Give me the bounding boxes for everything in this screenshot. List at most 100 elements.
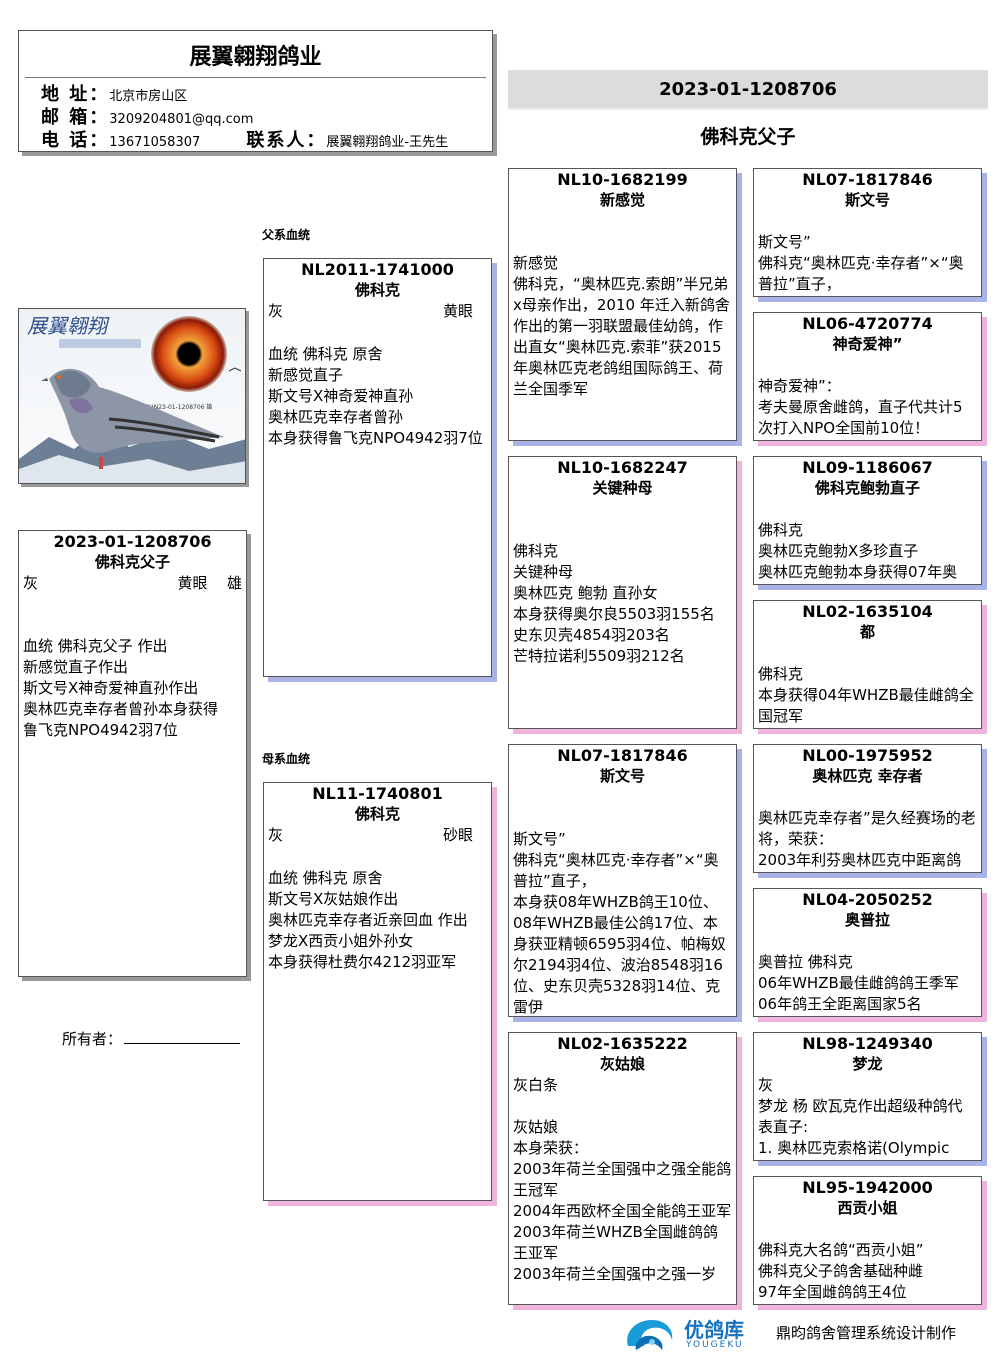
subject-name: 佛科克父子	[19, 552, 246, 573]
dam-name: 佛科克	[264, 804, 491, 825]
sire-desc: 血统 佛科克 原舍 新感觉直子 斯文号X神奇爱神直孙 奥林匹克幸存者曾孙 本身获…	[264, 344, 491, 449]
address-value: 北京市房山区	[109, 89, 187, 104]
granddam-maternal-card: NL02-1635222 灰姑娘 灰白条 灰姑娘 本身荣获： 2003年荷兰全国…	[508, 1032, 737, 1305]
gen3-4-desc: 奥林匹克幸存者”是久经赛场的老将，荣获： 2003年利芬奥林匹克中距离鸽	[754, 808, 981, 871]
gen3-card-1: NL06-4720774 神奇爱神” 神奇爱神”： 考夫曼原舍雌鸽，直子代共计5…	[753, 312, 982, 441]
title-name: 佛科克父子	[508, 122, 988, 149]
subject-card: 2023-01-1208706 佛科克父子 灰 黄眼 雄 血统 佛科克父子 作出…	[18, 530, 247, 977]
gen3-7-ring: NL95-1942000	[754, 1177, 981, 1198]
title-ring: 2023-01-1208706	[508, 70, 988, 110]
gen3-6-desc: 梦龙 杨 欧瓦克作出超级种鸽代表直子: 1. 奥林匹克索格诺(Olympic	[754, 1096, 981, 1159]
gen3-4-ring: NL00-1975952	[754, 745, 981, 766]
header-divider	[25, 77, 486, 78]
footer-credit: 鼎昀鸽舍管理系统设计制作	[776, 1322, 956, 1343]
gen2-2-desc: 斯文号” 佛科克“奥林匹克·幸存者”×“奥普拉”直子， 本身获08年WHZB鸽王…	[509, 829, 736, 1017]
swirl-logo-icon	[622, 1312, 678, 1356]
dam-ring: NL11-1740801	[264, 783, 491, 804]
gen2-1-desc: 佛科克 关键种母 奥林匹克 鲍勃 直孙女 本身获得奥尔良5503羽155名 史东…	[509, 541, 736, 667]
gen3-2-desc: 佛科克 奥林匹克鲍勃X多珍直子 奥林匹克鲍勃本身获得07年奥	[754, 520, 981, 583]
owner-label: 所有者：	[62, 1030, 122, 1048]
gen2-2-name: 斯文号	[509, 766, 736, 787]
company-name: 展翼翱翔鸽业	[19, 39, 492, 71]
dam-eye: 砂眼	[443, 825, 473, 846]
gen3-card-3: NL02-1635104 都 佛科克 本身获得04年WHZB最佳雌鸽全国冠军	[753, 600, 982, 729]
gen3-card-4: NL00-1975952 奥林匹克 幸存者 奥林匹克幸存者”是久经赛场的老将，荣…	[753, 744, 982, 873]
email-label: 邮 箱：	[41, 107, 109, 128]
gen3-5-name: 奥普拉	[754, 910, 981, 931]
gen3-card-0: NL07-1817846 斯文号 斯文号” 佛科克“奥林匹克·幸存者”×“奥普拉…	[753, 168, 982, 297]
subject-traits: 灰 黄眼 雄	[19, 573, 246, 594]
subject-color: 灰	[23, 573, 38, 594]
granddam-paternal-card: NL10-1682247 关键种母 佛科克 关键种母 奥林匹克 鲍勃 直孙女 本…	[508, 456, 737, 729]
sire-eye: 黄眼	[443, 301, 473, 322]
gen2-0-ring: NL10-1682199	[509, 169, 736, 190]
contact-value: 展翼翱翔鸽业-王先生	[326, 135, 448, 150]
address-label: 地 址：	[41, 84, 109, 105]
gen2-2-ring: NL07-1817846	[509, 745, 736, 766]
gen2-0-name: 新感觉	[509, 190, 736, 211]
contact-label: 联系人：	[246, 130, 326, 151]
gen3-card-7: NL95-1942000 西贡小姐 佛科克大名鸽“西贡小姐” 佛科克父子鸽舍基础…	[753, 1176, 982, 1305]
gen3-6-color: 灰	[754, 1075, 981, 1096]
gen2-1-ring: NL10-1682247	[509, 457, 736, 478]
sire-color: 灰	[268, 301, 283, 322]
gen3-0-name: 斯文号	[754, 190, 981, 211]
gen3-1-name: 神奇爱神”	[754, 334, 981, 355]
gen3-card-5: NL04-2050252 奥普拉 奥普拉 佛科克 06年WHZB最佳雌鸽鸽王季军…	[753, 888, 982, 1017]
dam-section-label: 母系血统	[262, 750, 310, 767]
phone-value: 13671058307	[109, 135, 200, 150]
subject-sex: 雄	[227, 573, 242, 594]
sire-traits: 灰 黄眼	[264, 301, 491, 322]
sire-card: NL2011-1741000 佛科克 灰 黄眼 血统 佛科克 原舍 新感觉直子 …	[263, 258, 492, 677]
gen3-6-ring: NL98-1249340	[754, 1033, 981, 1054]
footer-logo-text: 优鸽库	[684, 1314, 744, 1343]
sire-name: 佛科克	[264, 280, 491, 301]
email-row: 邮 箱：3209204801@qq.com	[19, 107, 492, 130]
pigeon-illustration: 展翼翱翔 CHN23-01-1208706 雄	[19, 309, 246, 484]
gen3-card-2: NL09-1186067 佛科克鲍勃直子 佛科克 奥林匹克鲍勃X多珍直子 奥林匹…	[753, 456, 982, 585]
sire-ring: NL2011-1741000	[264, 259, 491, 280]
dam-card: NL11-1740801 佛科克 灰 砂眼 血统 佛科克 原舍 斯文号X灰姑娘作…	[263, 782, 492, 1201]
gen2-3-name: 灰姑娘	[509, 1054, 736, 1075]
gen3-7-name: 西贡小姐	[754, 1198, 981, 1219]
gen3-card-6: NL98-1249340 梦龙 灰 梦龙 杨 欧瓦克作出超级种鸽代表直子: 1.…	[753, 1032, 982, 1161]
subject-ring: 2023-01-1208706	[19, 531, 246, 552]
gen2-3-desc: 灰姑娘 本身荣获： 2003年荷兰全国强中之强全能鸽王冠军 2004年西欧杯全国…	[509, 1117, 736, 1285]
subject-desc: 血统 佛科克父子 作出 新感觉直子作出 斯文号X神奇爱神直孙作出 奥林匹克幸存者…	[19, 636, 246, 741]
gen3-1-ring: NL06-4720774	[754, 313, 981, 334]
gen3-0-ring: NL07-1817846	[754, 169, 981, 190]
gen3-3-ring: NL02-1635104	[754, 601, 981, 622]
sire-section-label: 父系血统	[262, 226, 310, 243]
gen2-3-ring: NL02-1635222	[509, 1033, 736, 1054]
gen3-1-desc: 神奇爱神”： 考夫曼原舍雌鸽，直子代共计5次打入NPO全国前10位！	[754, 376, 981, 439]
gen2-0-desc: 新感觉 佛科克，“奥林匹克.索朗”半兄弟x母亲作出，2010 年迁入新鸽舍作出的…	[509, 253, 736, 400]
gen2-1-name: 关键种母	[509, 478, 736, 499]
email-value: 3209204801@qq.com	[109, 112, 253, 127]
grandsire-paternal-card: NL10-1682199 新感觉 新感觉 佛科克，“奥林匹克.索朗”半兄弟x母亲…	[508, 168, 737, 441]
gen3-5-ring: NL04-2050252	[754, 889, 981, 910]
gen2-3-color: 灰白条	[509, 1075, 736, 1096]
owner-blank	[124, 1043, 240, 1044]
footer-logo: 优鸽库 YOUGEKU	[622, 1312, 762, 1356]
address-row: 地 址：北京市房山区	[19, 84, 492, 107]
phone-label: 电 话：	[41, 130, 109, 151]
gen3-3-name: 都	[754, 622, 981, 643]
dam-color: 灰	[268, 825, 283, 846]
gen3-0-desc: 斯文号” 佛科克“奥林匹克·幸存者”×“奥普拉”直子，	[754, 232, 981, 295]
title-bar: 2023-01-1208706	[508, 70, 988, 110]
dam-desc: 血统 佛科克 原舍 斯文号X灰姑娘作出 奥林匹克幸存者近亲回血 作出 梦龙X西贡…	[264, 868, 491, 973]
gen3-2-name: 佛科克鲍勃直子	[754, 478, 981, 499]
gen3-3-desc: 佛科克 本身获得04年WHZB最佳雌鸽全国冠军	[754, 664, 981, 727]
dam-traits: 灰 砂眼	[264, 825, 491, 846]
phone-row: 电 话：13671058307 联系人：展翼翱翔鸽业-王先生	[19, 130, 492, 152]
subject-eye: 黄眼	[57, 573, 207, 594]
gen3-4-name: 奥林匹克 幸存者	[754, 766, 981, 787]
grandsire-maternal-card: NL07-1817846 斯文号 斯文号” 佛科克“奥林匹克·幸存者”×“奥普拉…	[508, 744, 737, 1017]
gen3-5-desc: 奥普拉 佛科克 06年WHZB最佳雌鸽鸽王季军 06年鸽王全距离国家5名	[754, 952, 981, 1015]
gen3-2-ring: NL09-1186067	[754, 457, 981, 478]
footer-logo-sub: YOUGEKU	[686, 1340, 744, 1350]
pigeon-photo: 展翼翱翔 CHN23-01-1208706 雄	[18, 308, 246, 484]
logo-script-icon: 展翼翱翔	[27, 314, 110, 338]
owner-line: 所有者：	[62, 1028, 240, 1049]
gen3-7-desc: 佛科克大名鸽“西贡小姐” 佛科克父子鸽舍基础种雌 97年全国雌鸽鸽王4位	[754, 1240, 981, 1303]
